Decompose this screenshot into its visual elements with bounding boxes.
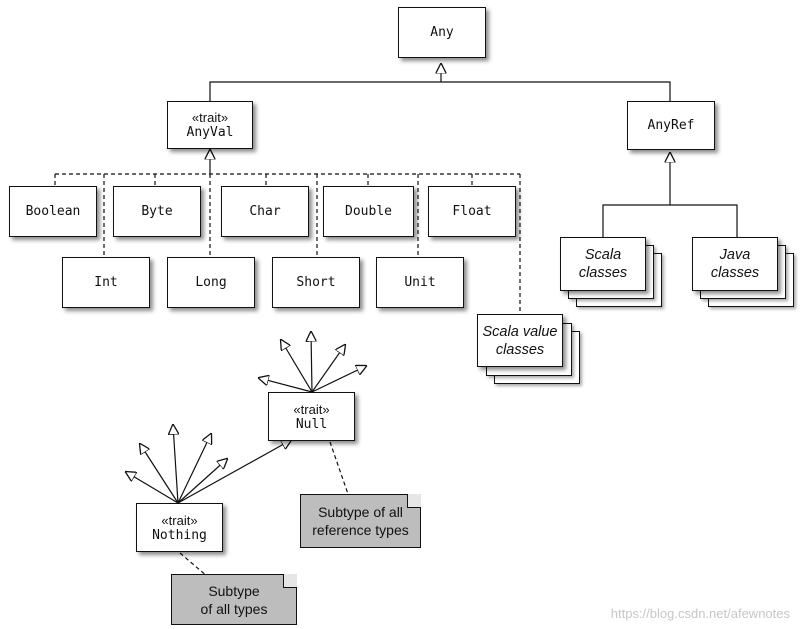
node-byte: Byte xyxy=(113,186,201,237)
node-short: Short xyxy=(272,257,360,308)
node-double-label: Double xyxy=(345,204,392,219)
note-null-fold xyxy=(407,494,421,508)
node-scala-classes: Scala classes xyxy=(560,237,646,291)
nothing-arrows xyxy=(126,425,291,504)
node-long-label: Long xyxy=(195,275,227,290)
node-anyref-label: AnyRef xyxy=(647,118,695,133)
node-nothing: «trait» Nothing xyxy=(136,503,223,552)
node-unit: Unit xyxy=(376,257,464,308)
node-nothing-stereotype: «trait» xyxy=(161,512,198,528)
node-scala-value-classes-line1: Scala value xyxy=(482,323,558,340)
node-scala-value-classes: Scala value classes xyxy=(477,314,563,367)
node-java-classes-line1: Java xyxy=(719,247,751,263)
node-float: Float xyxy=(428,186,516,237)
node-java-classes-line2: classes xyxy=(710,265,760,281)
node-anyref: AnyRef xyxy=(627,101,715,150)
note-null-line2: reference types xyxy=(312,522,409,538)
node-long: Long xyxy=(167,257,255,308)
node-float-label: Float xyxy=(452,204,492,219)
node-anyval: «trait» AnyVal xyxy=(167,101,253,149)
note-nothing-fold xyxy=(283,574,297,588)
node-char-label: Char xyxy=(249,204,281,219)
node-int-label: Int xyxy=(94,275,118,290)
node-scala-classes-line1: Scala xyxy=(584,247,622,263)
node-null-stereotype: «trait» xyxy=(293,401,330,417)
node-java-classes: Java classes xyxy=(692,237,778,291)
node-null: «trait» Null xyxy=(268,392,355,441)
note-nothing-line1: Subtype xyxy=(208,582,260,599)
anyref-connector xyxy=(602,153,738,237)
node-null-label: Null xyxy=(295,416,328,432)
node-boolean-label: Boolean xyxy=(25,204,81,219)
node-any-label: Any xyxy=(430,25,454,40)
node-byte-label: Byte xyxy=(141,204,173,219)
node-double: Double xyxy=(323,186,414,237)
node-unit-label: Unit xyxy=(404,275,436,290)
any-connector xyxy=(209,64,671,101)
node-char: Char xyxy=(221,186,309,237)
node-int: Int xyxy=(62,257,150,308)
note-null: Subtype of all reference types xyxy=(300,494,421,548)
note-connectors xyxy=(179,441,349,578)
node-scala-value-classes-line2: classes xyxy=(495,341,545,358)
note-nothing-line2: of all types xyxy=(200,600,268,617)
node-any: Any xyxy=(398,7,486,58)
node-short-label: Short xyxy=(296,275,336,290)
node-boolean: Boolean xyxy=(9,186,97,237)
watermark: https://blog.csdn.net/afewnotes xyxy=(610,606,790,621)
note-null-line1: Subtype of all xyxy=(318,504,403,520)
node-nothing-label: Nothing xyxy=(152,527,207,543)
node-scala-classes-line2: classes xyxy=(578,265,628,281)
node-anyval-label: AnyVal xyxy=(186,125,234,140)
null-arrows xyxy=(259,332,366,393)
note-nothing: Subtype of all types xyxy=(171,574,297,625)
anyval-dashed-connector xyxy=(54,150,521,313)
node-anyval-stereotype: «trait» xyxy=(191,110,229,125)
